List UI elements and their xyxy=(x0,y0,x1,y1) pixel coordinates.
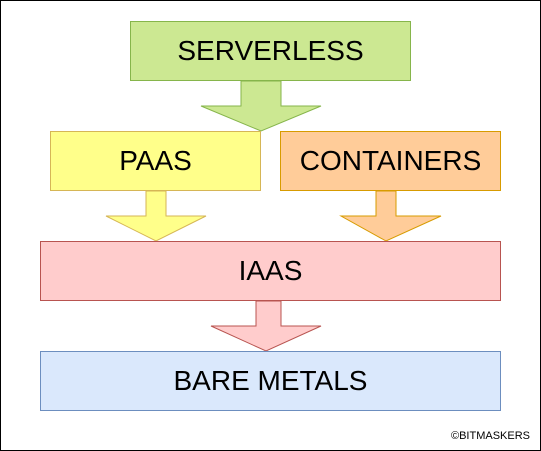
iaas-label: IAAS xyxy=(238,255,303,286)
arrow-serverless-down xyxy=(200,80,322,132)
containers-label: CONTAINERS xyxy=(299,145,482,176)
iaas-box: IAAS xyxy=(40,241,501,301)
arrow-iaas-down xyxy=(210,300,322,352)
serverless-box: SERVERLESS xyxy=(130,21,411,81)
arrow-paas-down xyxy=(105,190,207,242)
paas-box: PAAS xyxy=(50,131,261,191)
bare-metals-box: BARE METALS xyxy=(40,351,501,411)
copyright-text: ©BITMASKERS xyxy=(450,430,530,442)
bare-metals-label: BARE METALS xyxy=(173,365,368,396)
arrow-containers-down xyxy=(339,190,442,242)
serverless-label: SERVERLESS xyxy=(177,35,364,66)
containers-box: CONTAINERS xyxy=(280,131,501,191)
paas-label: PAAS xyxy=(119,145,192,176)
